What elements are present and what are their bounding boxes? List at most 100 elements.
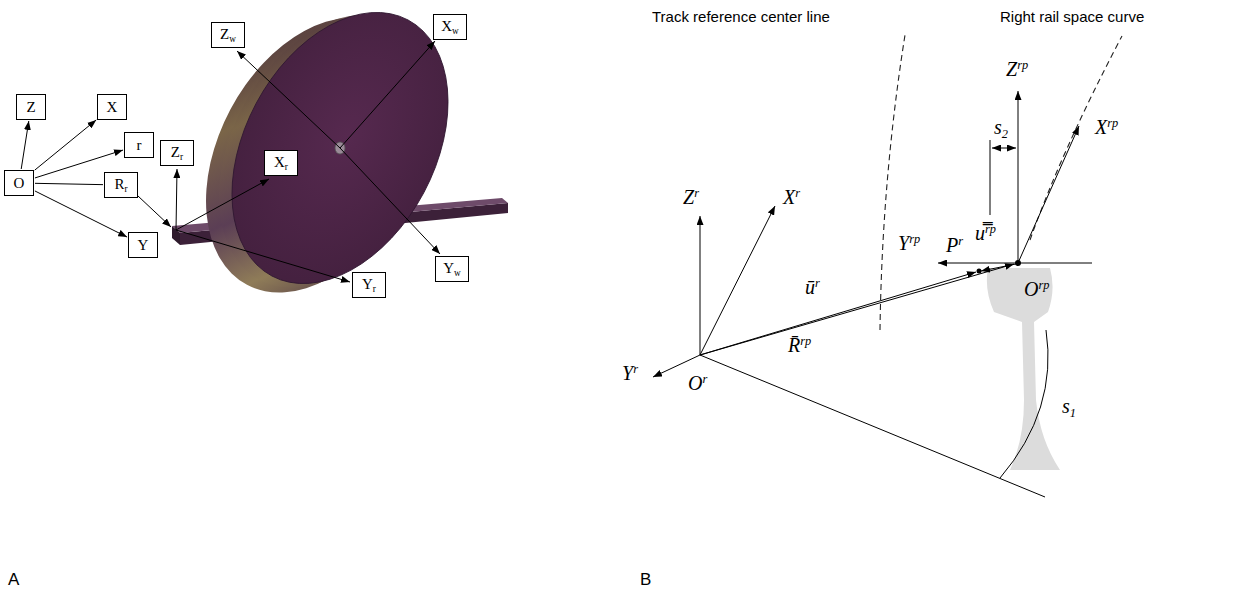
- symbol-base: Y: [443, 260, 454, 276]
- curve-note: Track reference center line: [652, 8, 830, 25]
- vector-symbol: s2: [994, 116, 1008, 142]
- symbol-subscript: r: [285, 162, 288, 172]
- vector-symbol: Yr: [622, 362, 638, 385]
- symbol-base: O: [688, 372, 702, 394]
- vectors: [653, 91, 1092, 497]
- axis: [700, 206, 775, 355]
- position-arrow: [35, 183, 103, 184]
- position-arrow: [21, 121, 29, 169]
- vector-symbol: Yrp: [898, 232, 920, 255]
- axis-extension: [1018, 263, 1092, 264]
- axis: [700, 216, 701, 355]
- axis-label-box: Zw: [211, 22, 245, 48]
- symbol-base: P: [946, 234, 958, 256]
- symbol-base: X: [274, 154, 285, 170]
- origin-dot: [1015, 260, 1021, 266]
- symbol-base: Z: [171, 144, 180, 160]
- vector-symbol: Zrp: [1006, 58, 1028, 81]
- dimension-extension: [990, 140, 991, 215]
- symbol-base: O: [1024, 278, 1038, 300]
- symbol-base: ū: [805, 276, 815, 298]
- rail-axis: [176, 179, 269, 230]
- panel-letter: B: [640, 570, 651, 590]
- symbol-superscript: r: [702, 372, 707, 386]
- symbol-superscript: rp: [985, 222, 996, 236]
- dimension-arrow: [992, 148, 1016, 149]
- axis: [938, 263, 1018, 264]
- axis: [1018, 91, 1019, 263]
- wheel-axis: [340, 148, 440, 254]
- axis-label-box: Z: [16, 94, 46, 120]
- axis-label: r: [137, 137, 142, 154]
- axis-label-box: Xw: [433, 14, 467, 40]
- vector-symbol: Pr: [946, 234, 963, 257]
- symbol-superscript: rp: [909, 232, 920, 246]
- symbol-subscript: r: [180, 152, 183, 162]
- axis-label: O: [14, 175, 25, 192]
- axis-label-box: Yr: [352, 272, 386, 298]
- symbol-base: s: [994, 116, 1002, 138]
- symbol-subscript: r: [124, 184, 127, 194]
- symbol-base: u̿: [975, 222, 985, 244]
- frame-arrows: [138, 41, 440, 282]
- axis-label: Zr: [171, 144, 183, 162]
- axis-label: Yw: [443, 260, 461, 278]
- curve-note: Right rail space curve: [1000, 8, 1144, 25]
- local-vector: [981, 264, 1016, 271]
- axis-label-box: Zr: [160, 140, 194, 166]
- space-curves: [880, 35, 1122, 330]
- symbol-subscript: w: [229, 34, 236, 44]
- vector-symbol: Xrp: [1095, 116, 1118, 139]
- rail-space-curve: [1030, 36, 1122, 240]
- vector-symbol: u̿rp: [975, 222, 996, 245]
- symbol-superscript: rp: [1107, 116, 1118, 130]
- axis-label: Zw: [220, 26, 236, 44]
- vector-symbol: Xr: [783, 186, 800, 209]
- symbol-subscript: 2: [1002, 127, 1008, 141]
- track-center-line: [880, 35, 905, 330]
- position-vector: [700, 264, 1014, 355]
- axis: [1018, 126, 1079, 263]
- symbol-base: Z: [683, 186, 694, 208]
- axis-label-box: O: [4, 170, 34, 196]
- symbol-base: X: [441, 18, 452, 34]
- axis-label-box: Y: [128, 232, 158, 258]
- rail-position-arrow: [138, 196, 171, 227]
- axis-label: Z: [26, 99, 35, 116]
- axis-label-box: r: [124, 132, 154, 158]
- axis-label: Xw: [441, 18, 459, 36]
- axis-label-box: X: [97, 94, 127, 120]
- axis-label: Y: [138, 237, 149, 254]
- wheel-face: [188, 0, 492, 321]
- symbol-base: Y: [898, 232, 909, 254]
- rail-axis: [176, 230, 350, 282]
- symbol-subscript: w: [452, 26, 459, 36]
- axis-label: Xr: [274, 154, 288, 172]
- symbol-base: Y: [622, 362, 633, 384]
- vector-symbol: Or: [688, 372, 707, 395]
- symbol-base: Y: [362, 276, 373, 292]
- panel-letter: A: [8, 570, 19, 590]
- axis-label: Yr: [362, 276, 376, 294]
- axis-label: Rr: [114, 176, 127, 194]
- symbol-base: s: [1062, 395, 1070, 417]
- axis-label-box: Yw: [435, 256, 469, 282]
- axis-label: X: [107, 99, 118, 116]
- symbol-superscript: r: [815, 276, 820, 290]
- symbol-superscript: r: [958, 234, 963, 248]
- symbol-superscript: r: [633, 362, 638, 376]
- symbol-superscript: rp: [1038, 278, 1049, 292]
- wheel: [161, 0, 492, 330]
- symbol-subscript: w: [454, 268, 461, 278]
- arc-length-curve: [1000, 330, 1048, 478]
- symbol-base: R̄: [788, 334, 800, 356]
- rail-axis: [176, 169, 177, 230]
- contact-dot: [977, 269, 982, 274]
- position-arrow: [35, 120, 96, 170]
- symbol-superscript: rp: [1017, 58, 1028, 72]
- vector-symbol: Orp: [1024, 278, 1049, 301]
- vector-symbol: Zr: [683, 186, 699, 209]
- track-base-line: [700, 355, 1045, 497]
